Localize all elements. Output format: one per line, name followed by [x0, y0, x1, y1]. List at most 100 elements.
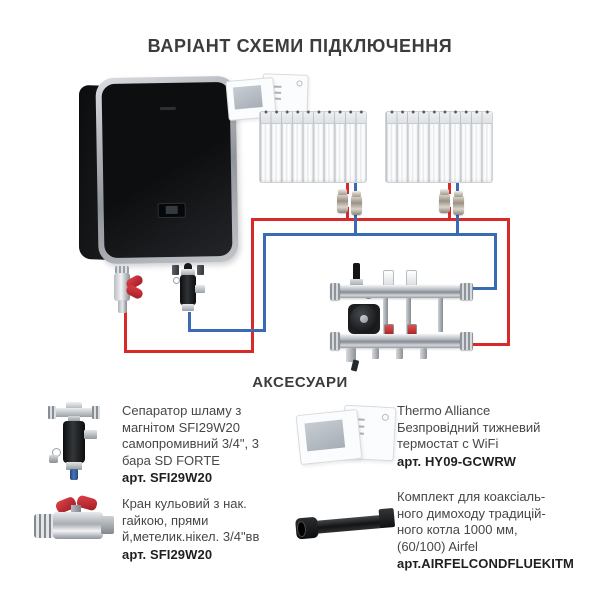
- accessory-line: Безпровідний тижневий: [397, 419, 541, 435]
- valve-outlet: [101, 516, 114, 534]
- accessory-line: Thermo Alliance: [397, 403, 491, 418]
- separator-body: [180, 275, 196, 305]
- air-vent-base: [350, 279, 363, 287]
- radiator-valve: [351, 191, 362, 215]
- separator-knob: [184, 263, 192, 270]
- pipe-return-segment: [188, 329, 266, 332]
- accessory-line: й,метелик.нікел. 3/4"вв: [122, 529, 260, 544]
- separator-riser: [66, 402, 82, 410]
- separator-flush-valve: [70, 469, 78, 480]
- separator-neck: [68, 416, 80, 422]
- pipe-return-segment: [450, 287, 497, 290]
- manifold-rail: [406, 298, 411, 337]
- manifold-top-bar: [338, 285, 462, 298]
- pump-cap: [360, 315, 368, 323]
- accessory-line: гайкою, прями: [122, 512, 209, 528]
- accessory-art-number: арт.AIRFELCONDFLUEKITM: [397, 556, 574, 571]
- accessory-line: магнітом SFI29W20: [122, 419, 240, 435]
- boiler-display: [157, 202, 186, 219]
- accessory-line: бара SD FORTE: [122, 452, 220, 468]
- accessory-line: самопромивний 3/4", 3: [122, 436, 259, 451]
- pipe-supply-segment: [448, 207, 451, 221]
- thermostat-screen: [304, 419, 346, 452]
- pipe-supply-segment: [251, 218, 510, 221]
- separator-tee: [52, 408, 96, 417]
- radiator: [259, 110, 367, 183]
- accessory-line: Кран кульовий з нак.: [122, 496, 247, 511]
- pipe-return-segment: [354, 181, 357, 194]
- pipe-supply-segment: [251, 218, 254, 353]
- accessory-art-number: арт. HY09-GCWRW: [397, 453, 516, 469]
- pipe-return-segment: [263, 233, 497, 236]
- accessory-line: термостат с WiFi: [397, 436, 499, 451]
- flue-tube: [309, 514, 385, 535]
- manifold-bottom-bar: [338, 334, 462, 348]
- boiler-connection-fitting: [172, 265, 179, 275]
- pipe-return-segment: [456, 181, 459, 194]
- page-title: ВАРІАНТ СХЕМИ ПІДКЛЮЧЕННЯ: [147, 36, 453, 56]
- pipe-return-segment: [456, 207, 459, 236]
- radiator: [385, 110, 493, 183]
- radiator-valve: [439, 189, 450, 213]
- manifold-outlet: [346, 348, 356, 362]
- accessory-line: Сепаратор шламу з: [122, 403, 242, 418]
- manifold-end-cap: [330, 283, 340, 300]
- separator-top-cap: [181, 269, 195, 276]
- accessories-title: АКСЕСУАРИ: [252, 374, 348, 391]
- separator-chain-cap: [49, 455, 58, 463]
- pipe-supply-segment: [507, 218, 510, 346]
- pipe-return-segment: [494, 233, 497, 290]
- accessory-line: ного димоходу традицій-: [397, 505, 546, 521]
- valve-tail: [118, 300, 127, 313]
- accessory-line: (60/100) Airfel: [397, 538, 478, 554]
- pipe-return-segment: [263, 233, 266, 332]
- radiator-valve: [453, 191, 464, 215]
- coaxial-flue-kit-image: [294, 496, 402, 560]
- pipe-supply-segment: [346, 181, 349, 194]
- air-vent: [353, 263, 360, 281]
- separator-tee-cap: [48, 406, 56, 419]
- pipe-return-segment: [188, 312, 191, 332]
- pipe-supply-segment: [124, 312, 127, 353]
- receiver-button: [381, 413, 390, 422]
- separator-chain: [173, 277, 180, 284]
- accessory-description: Сепаратор шламу з магнітом SFI29W20 само…: [122, 403, 327, 487]
- flue-connector: [378, 507, 396, 529]
- receiver-button: [296, 80, 303, 87]
- accessory-art-number: арт. SFI29W20: [122, 546, 213, 562]
- manifold-end-cap: [460, 283, 473, 300]
- manifold-outlet: [372, 348, 379, 359]
- accessory-art-number: арт. SFI29W20: [122, 470, 213, 485]
- accessory-line: Комплект для коаксіаль-: [397, 489, 546, 504]
- manifold-rail: [438, 298, 443, 332]
- manifold-outlet: [420, 348, 427, 359]
- valve-stem: [71, 505, 81, 514]
- thermostat-screen: [232, 85, 263, 110]
- pipe-return-segment: [354, 207, 357, 236]
- pipe-supply-segment: [448, 181, 451, 194]
- separator-side-fitting: [84, 430, 97, 439]
- separator-bottom-cap: [182, 304, 194, 311]
- manifold-rail: [383, 298, 388, 337]
- boiler-front-panel: [95, 75, 239, 265]
- drain-valve: [350, 359, 360, 372]
- accessory-description: Thermo Alliance Безпровідний тижневий те…: [397, 403, 600, 470]
- valve-nut: [115, 266, 129, 274]
- accessory-description: Кран кульовий з нак. гайкою, прями й,мет…: [122, 496, 327, 563]
- radiator-valve: [337, 189, 348, 213]
- valve-body: [53, 512, 103, 539]
- accessory-line: ного котла 1000 мм,: [397, 522, 518, 537]
- separator-side-fitting: [195, 285, 205, 293]
- thermostat-display-unit: [295, 408, 363, 466]
- boiler-logo: [159, 106, 176, 111]
- pipe-supply-segment: [457, 343, 510, 346]
- boiler-connection-fitting: [197, 265, 204, 275]
- pipe-supply-segment: [124, 350, 254, 353]
- boiler-door: [101, 81, 233, 259]
- manifold-end-cap: [460, 332, 473, 350]
- separator-bottom-fitting: [66, 462, 82, 470]
- separator-body: [63, 421, 85, 463]
- pipe-supply-segment: [346, 207, 349, 221]
- valve-union-nut: [34, 514, 54, 538]
